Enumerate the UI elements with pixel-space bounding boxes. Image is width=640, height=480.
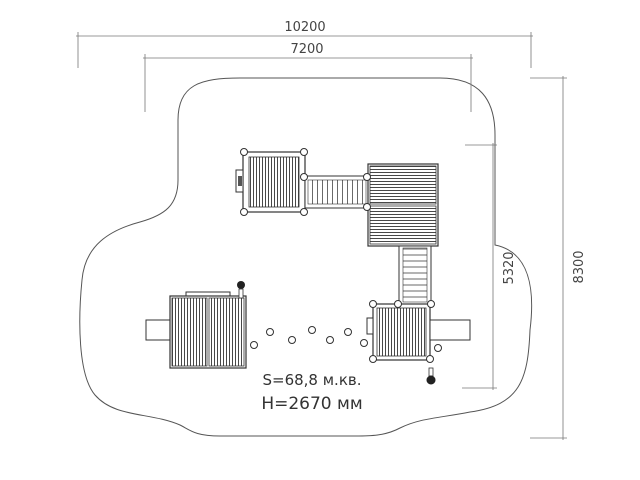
lower-lamp	[426, 367, 436, 385]
stepping-stones	[250, 326, 368, 349]
left-house	[145, 281, 247, 369]
lower-right-platform	[366, 303, 471, 361]
dimension-inner-width: 7200	[143, 42, 473, 112]
upper-left-platform	[235, 151, 306, 213]
height-label: H=2670 мм	[261, 394, 362, 414]
safety-zone-outline	[79, 77, 533, 437]
dimension-overall-width: 10200	[76, 20, 533, 68]
area-label: S=68,8 м.кв.	[262, 371, 361, 389]
inner-width-label: 7200	[290, 42, 323, 57]
overall-width-label: 10200	[284, 20, 325, 35]
dimension-overall-height: 8300	[530, 76, 587, 440]
dimension-inner-height: 5320	[462, 143, 517, 390]
upper-right-tower	[367, 163, 439, 247]
overall-height-label: 8300	[572, 250, 587, 283]
horizontal-bridge	[304, 175, 370, 209]
vertical-bridge	[398, 245, 432, 305]
support-posts	[240, 148, 442, 363]
inner-height-label: 5320	[502, 251, 517, 284]
